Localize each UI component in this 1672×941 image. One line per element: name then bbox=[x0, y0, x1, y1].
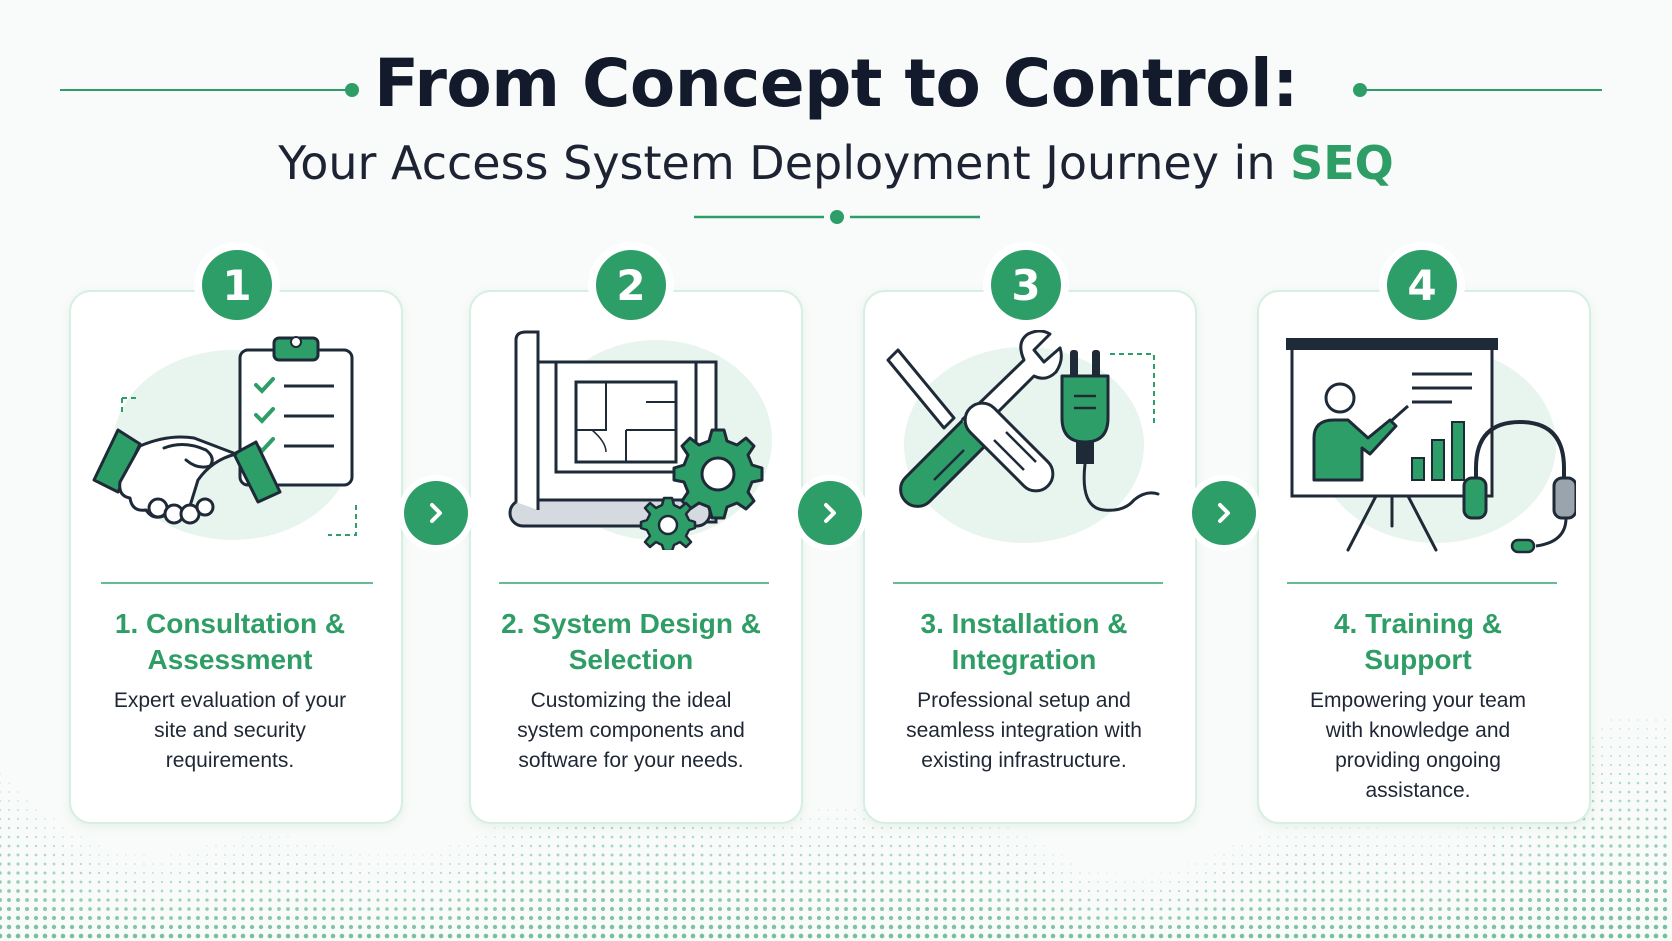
step-desc-4-line4: assistance. bbox=[1365, 779, 1471, 802]
step-desc-3-line2: seamless integration with bbox=[906, 719, 1142, 742]
step-badge-2: 2 bbox=[596, 250, 666, 320]
chevron-right-icon bbox=[1218, 503, 1230, 523]
step-title-1-line2: Assessment bbox=[147, 644, 313, 675]
step-desc-2-line2: system components and bbox=[517, 719, 745, 742]
chevron-right-icon bbox=[824, 503, 836, 523]
subtitle-decoration bbox=[694, 210, 980, 224]
card-divider-2 bbox=[499, 582, 769, 584]
step-title-4: 4. Training & Support bbox=[1253, 606, 1583, 678]
card-divider-4 bbox=[1287, 582, 1557, 584]
next-arrow-1[interactable] bbox=[404, 481, 468, 545]
title-left-decoration bbox=[60, 83, 359, 97]
step-badge-3: 3 bbox=[991, 250, 1061, 320]
step-desc-1-line3: requirements. bbox=[165, 749, 295, 772]
step-title-1-line1: 1. Consultation & bbox=[114, 608, 346, 639]
tools-plug-icon bbox=[886, 330, 1160, 543]
step-desc-4: Empowering your team with knowledge and pr… bbox=[1253, 686, 1583, 806]
step-title-4-line2: Support bbox=[1364, 644, 1472, 675]
step-desc-1-line1: Expert evaluation of your bbox=[113, 689, 347, 712]
step-badge-1: 1 bbox=[202, 250, 272, 320]
card-divider-3 bbox=[893, 582, 1163, 584]
step-desc-4-line2: with knowledge and bbox=[1325, 719, 1511, 742]
step-title-4-line1: 4. Training & bbox=[1333, 608, 1503, 639]
step-badge-4: 4 bbox=[1387, 250, 1457, 320]
step-title-3: 3. Installation & Integration bbox=[859, 606, 1189, 678]
subtitle-main: Your Access System Deployment Journey in bbox=[278, 136, 1291, 190]
step-desc-1: Expert evaluation of your site and securi… bbox=[65, 686, 395, 776]
step-title-2: 2. System Design & Selection bbox=[466, 606, 796, 678]
step-desc-4-line3: providing ongoing bbox=[1335, 749, 1501, 772]
chevron-right-icon bbox=[430, 503, 442, 523]
subtitle-accent: SEQ bbox=[1290, 136, 1394, 190]
step-desc-3-line1: Professional setup and bbox=[917, 689, 1131, 712]
step-title-1: 1. Consultation & Assessment bbox=[65, 606, 395, 678]
step-desc-2-line3: software for your needs. bbox=[518, 749, 744, 772]
step-title-2-line1: 2. System Design & bbox=[501, 608, 761, 639]
step-desc-2: Customizing the ideal system components a… bbox=[466, 686, 796, 776]
step-desc-4-line1: Empowering your team bbox=[1310, 689, 1526, 712]
page-subtitle: Your Access System Deployment Journey in… bbox=[0, 136, 1672, 190]
handshake-clipboard-icon bbox=[92, 336, 357, 540]
step-title-3-line1: 3. Installation & bbox=[920, 608, 1128, 639]
step-desc-2-line1: Customizing the ideal bbox=[530, 689, 732, 712]
step-title-2-line2: Selection bbox=[568, 644, 694, 675]
next-arrow-3[interactable] bbox=[1192, 481, 1256, 545]
step-desc-3: Professional setup and seamless integrati… bbox=[859, 686, 1189, 776]
step-desc-1-line2: site and security bbox=[154, 719, 306, 742]
step-desc-3-line3: existing infrastructure. bbox=[921, 749, 1127, 772]
title-right-decoration bbox=[1353, 83, 1602, 97]
blueprint-gears-icon bbox=[508, 330, 772, 550]
step-title-3-line2: Integration bbox=[951, 644, 1097, 675]
next-arrow-2[interactable] bbox=[798, 481, 862, 545]
page-title: From Concept to Control: bbox=[373, 45, 1299, 122]
presentation-headset-icon bbox=[1286, 338, 1576, 554]
card-divider-1 bbox=[101, 582, 373, 584]
